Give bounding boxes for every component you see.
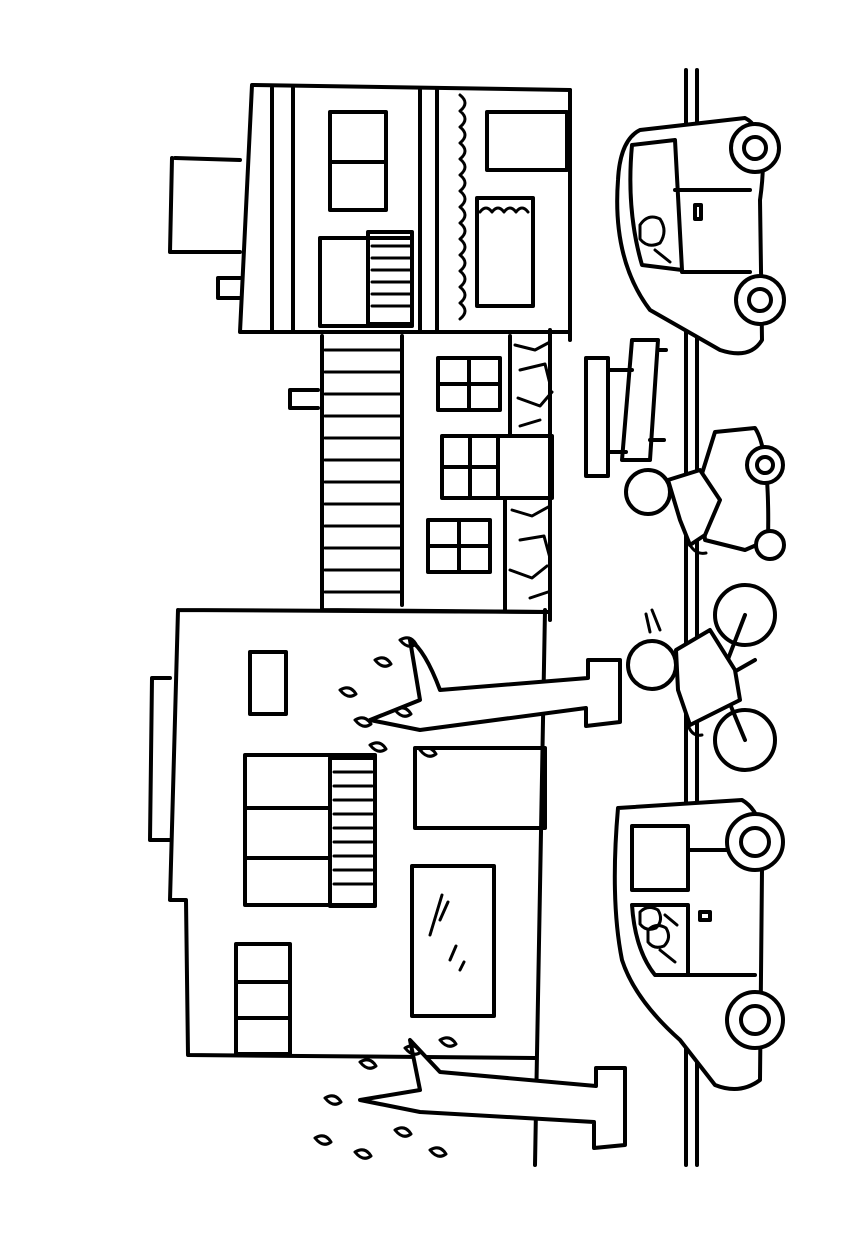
- awning: [458, 93, 467, 321]
- building-left: [148, 608, 547, 1060]
- car-with-passengers: [612, 798, 785, 1091]
- car-with-driver: [615, 116, 786, 356]
- building-right: [168, 83, 572, 334]
- driver: [638, 215, 672, 264]
- window: [436, 356, 502, 412]
- passengers: [638, 905, 679, 964]
- rider: [626, 608, 742, 737]
- bench: [584, 338, 668, 478]
- balcony: [318, 230, 414, 328]
- door: [440, 434, 554, 500]
- window: [234, 942, 292, 1056]
- window: [413, 746, 547, 830]
- striped-roof: [323, 348, 402, 594]
- stone-base: [503, 334, 554, 612]
- scooter-rider: [624, 426, 786, 561]
- bicycle-rider: [626, 583, 777, 772]
- shop-window: [410, 864, 496, 1018]
- window: [248, 650, 288, 716]
- tree: [338, 636, 622, 758]
- balcony: [243, 753, 377, 908]
- window: [426, 518, 492, 574]
- rider: [624, 468, 722, 555]
- window: [475, 196, 535, 308]
- window: [328, 110, 388, 212]
- building-middle: [288, 334, 554, 614]
- sidewalk-line: [533, 88, 572, 1167]
- window: [485, 110, 569, 172]
- tree: [313, 1036, 627, 1160]
